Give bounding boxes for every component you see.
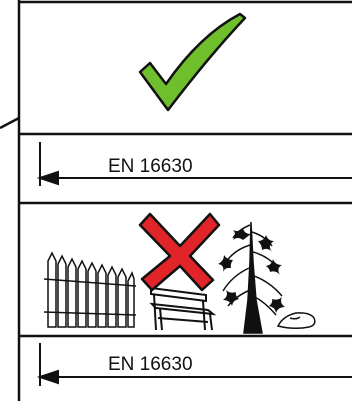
top-standard-label: EN 16630 <box>108 156 193 177</box>
bottom-standard-arrow <box>40 343 352 386</box>
bench-icon <box>151 288 213 330</box>
checkmark-icon <box>140 14 245 110</box>
rock-icon <box>278 313 315 328</box>
cross-icon <box>140 214 219 290</box>
bottom-standard-label: EN 16630 <box>108 354 193 375</box>
top-standard-arrow <box>40 142 352 186</box>
slanted-guide-line <box>0 118 19 128</box>
tree-icon <box>218 222 285 333</box>
fence-icon <box>44 253 136 327</box>
